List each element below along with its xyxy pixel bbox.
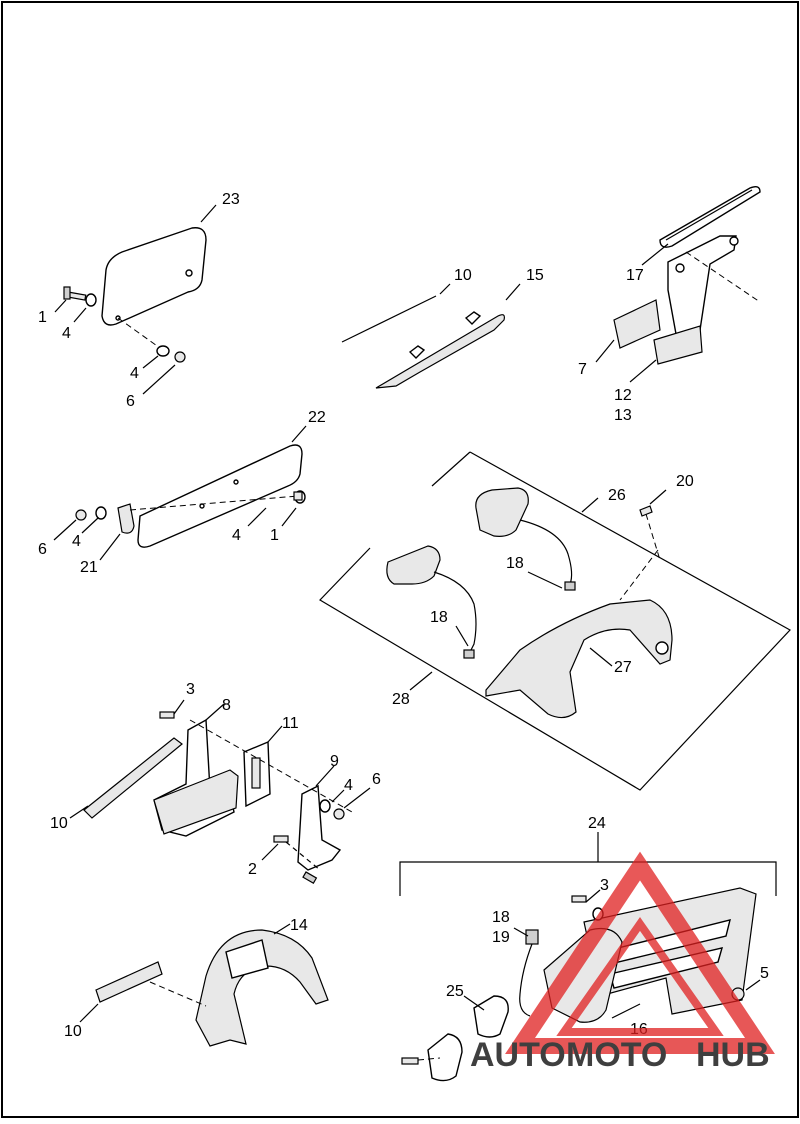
callout-19: 19 bbox=[492, 929, 510, 946]
callout-7: 7 bbox=[578, 361, 587, 378]
callout-4: 4 bbox=[232, 527, 241, 544]
callout-27: 27 bbox=[614, 659, 632, 676]
callout-2: 2 bbox=[248, 861, 257, 878]
callout-20: 20 bbox=[676, 473, 694, 490]
callout-18: 18 bbox=[506, 555, 524, 572]
part-7-pad bbox=[613, 299, 661, 349]
part-1-screw bbox=[63, 286, 87, 301]
part-22-plate-trim bbox=[137, 444, 303, 548]
part-11-plate bbox=[243, 740, 271, 808]
callout-25: 25 bbox=[446, 983, 464, 1000]
part-26-lamp bbox=[475, 487, 529, 537]
callout-15: 15 bbox=[526, 267, 544, 284]
callout-9: 9 bbox=[330, 753, 339, 770]
callout-10: 10 bbox=[50, 815, 68, 832]
callout-12: 12 bbox=[614, 387, 632, 404]
watermark-brand-auto: AUTO bbox=[470, 1036, 566, 1074]
part-10-strip-b bbox=[83, 737, 183, 819]
part-23-plate-cover bbox=[101, 227, 207, 326]
callout-6: 6 bbox=[126, 393, 135, 410]
callout-10: 10 bbox=[454, 267, 472, 284]
part-25-lens bbox=[473, 995, 509, 1038]
part-12-bracket bbox=[653, 235, 739, 365]
callout-6: 6 bbox=[38, 541, 47, 558]
callout-1: 1 bbox=[270, 527, 279, 544]
watermark-logo: AUTO MOTO HUB bbox=[470, 851, 775, 1074]
watermark-brand-moto: MOTO bbox=[566, 1036, 667, 1074]
callout-5: 5 bbox=[760, 965, 769, 982]
callout-3: 3 bbox=[186, 681, 195, 698]
callout-22: 22 bbox=[308, 409, 326, 426]
callout-8: 8 bbox=[222, 697, 231, 714]
callout-11: 11 bbox=[282, 715, 299, 732]
callout-13: 13 bbox=[614, 407, 632, 424]
callout-21: 21 bbox=[80, 559, 98, 576]
part-21-clip bbox=[117, 503, 135, 534]
callout-28: 28 bbox=[392, 691, 410, 708]
part-lower-cover bbox=[427, 1033, 463, 1082]
callout-18: 18 bbox=[430, 609, 448, 626]
kit-24-bracket bbox=[399, 861, 777, 896]
callout-1: 1 bbox=[38, 309, 47, 326]
part-15-bracket bbox=[375, 311, 505, 389]
callout-14: 14 bbox=[290, 917, 308, 934]
part-18-lamp-left bbox=[386, 545, 441, 585]
watermark-brand-hub: HUB bbox=[696, 1036, 770, 1074]
kit-28-outline bbox=[319, 451, 791, 791]
part-8-bracket bbox=[153, 718, 239, 837]
part-27-fender-bracket bbox=[485, 599, 673, 719]
part-14-fender-mount bbox=[195, 929, 329, 1047]
callout-4: 4 bbox=[72, 533, 81, 550]
part-17-gasket bbox=[659, 185, 761, 248]
callout-23: 23 bbox=[222, 191, 240, 208]
callout-3: 3 bbox=[600, 877, 609, 894]
callout-6: 6 bbox=[372, 771, 381, 788]
part-10-strip-c bbox=[95, 961, 163, 1003]
callout-17: 17 bbox=[626, 267, 644, 284]
callout-24: 24 bbox=[588, 815, 606, 832]
callout-10: 10 bbox=[64, 1023, 82, 1040]
part-10-strip bbox=[341, 295, 437, 343]
callout-4: 4 bbox=[130, 365, 139, 382]
callout-26: 26 bbox=[608, 487, 626, 504]
callout-4: 4 bbox=[344, 777, 353, 794]
part-18-connector bbox=[525, 929, 539, 945]
callout-4: 4 bbox=[62, 325, 71, 342]
callout-18: 18 bbox=[492, 909, 510, 926]
part-9-bracket bbox=[297, 784, 342, 871]
